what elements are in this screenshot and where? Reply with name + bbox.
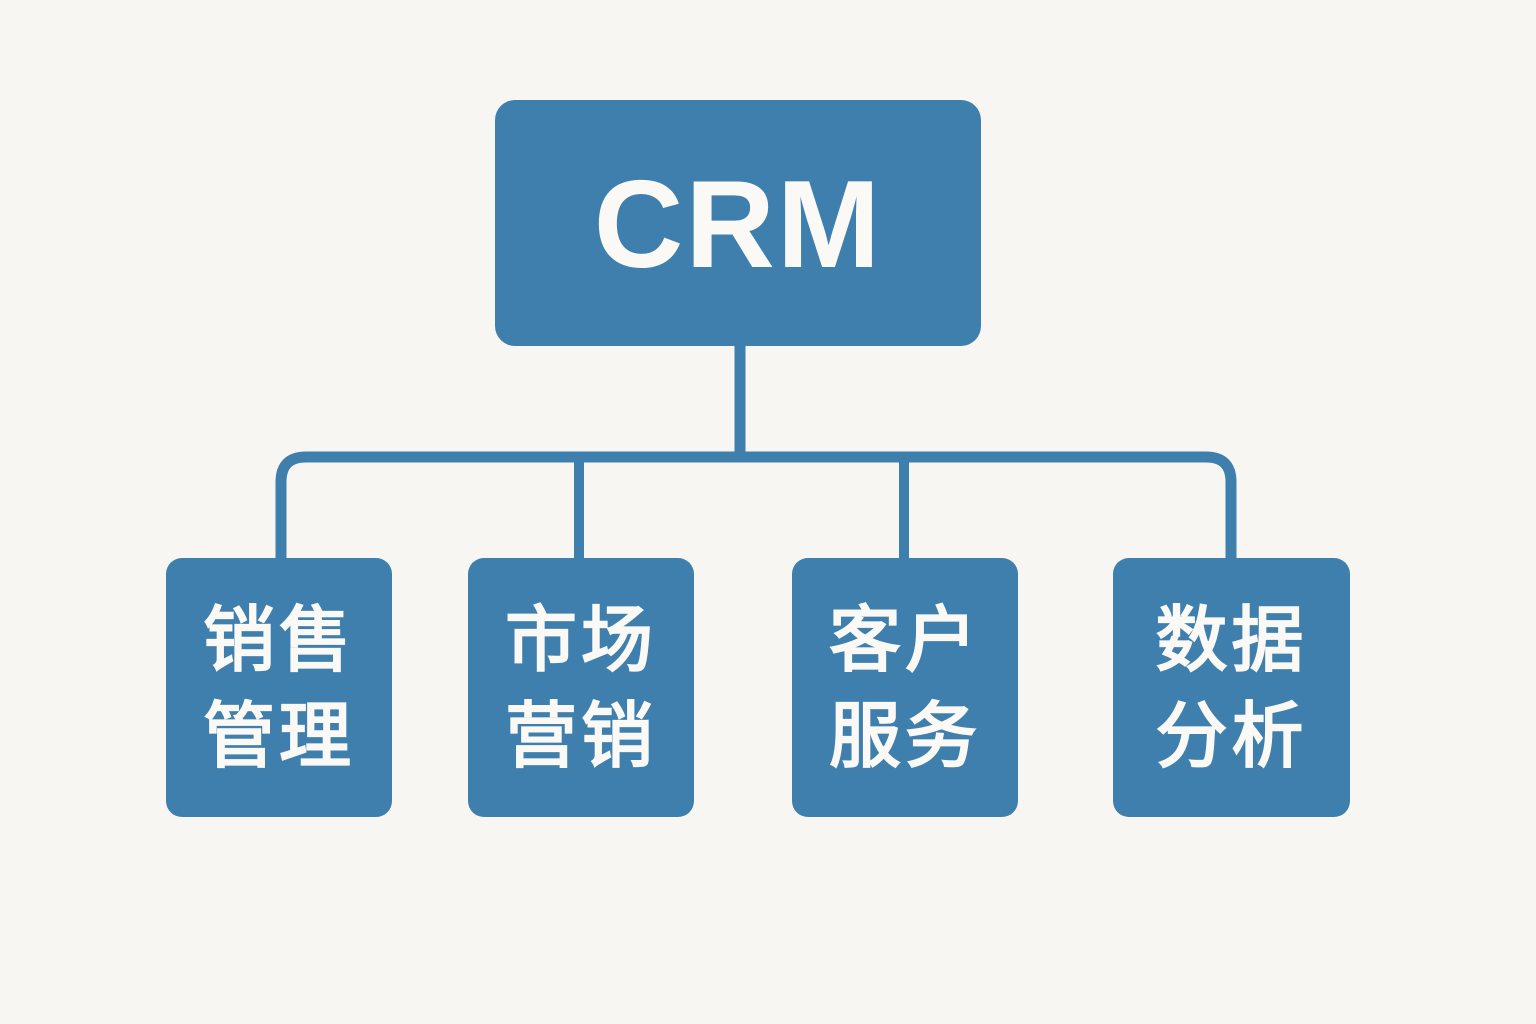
child-node-label-line: 市场 [504, 597, 657, 682]
child-node-label-line: 客户 [828, 597, 981, 682]
child-node-label-line: 营销 [504, 693, 657, 778]
child-node-label-line: 分析 [1155, 693, 1308, 778]
child-node-sales-management: 销售 管理 [166, 558, 392, 817]
connector-bus [275, 451, 1237, 560]
child-node-label-line: 销售 [202, 597, 355, 682]
child-node-label-line: 管理 [202, 693, 355, 778]
root-node-crm: CRM [495, 100, 981, 346]
child-node-data-analysis: 数据 分析 [1113, 558, 1350, 817]
root-node-label: CRM [593, 156, 883, 294]
child-node-label-line: 数据 [1155, 597, 1308, 682]
child-node-marketing: 市场 营销 [468, 558, 694, 817]
child-node-customer-service: 客户 服务 [792, 558, 1018, 817]
child-node-label-line: 服务 [828, 693, 981, 778]
